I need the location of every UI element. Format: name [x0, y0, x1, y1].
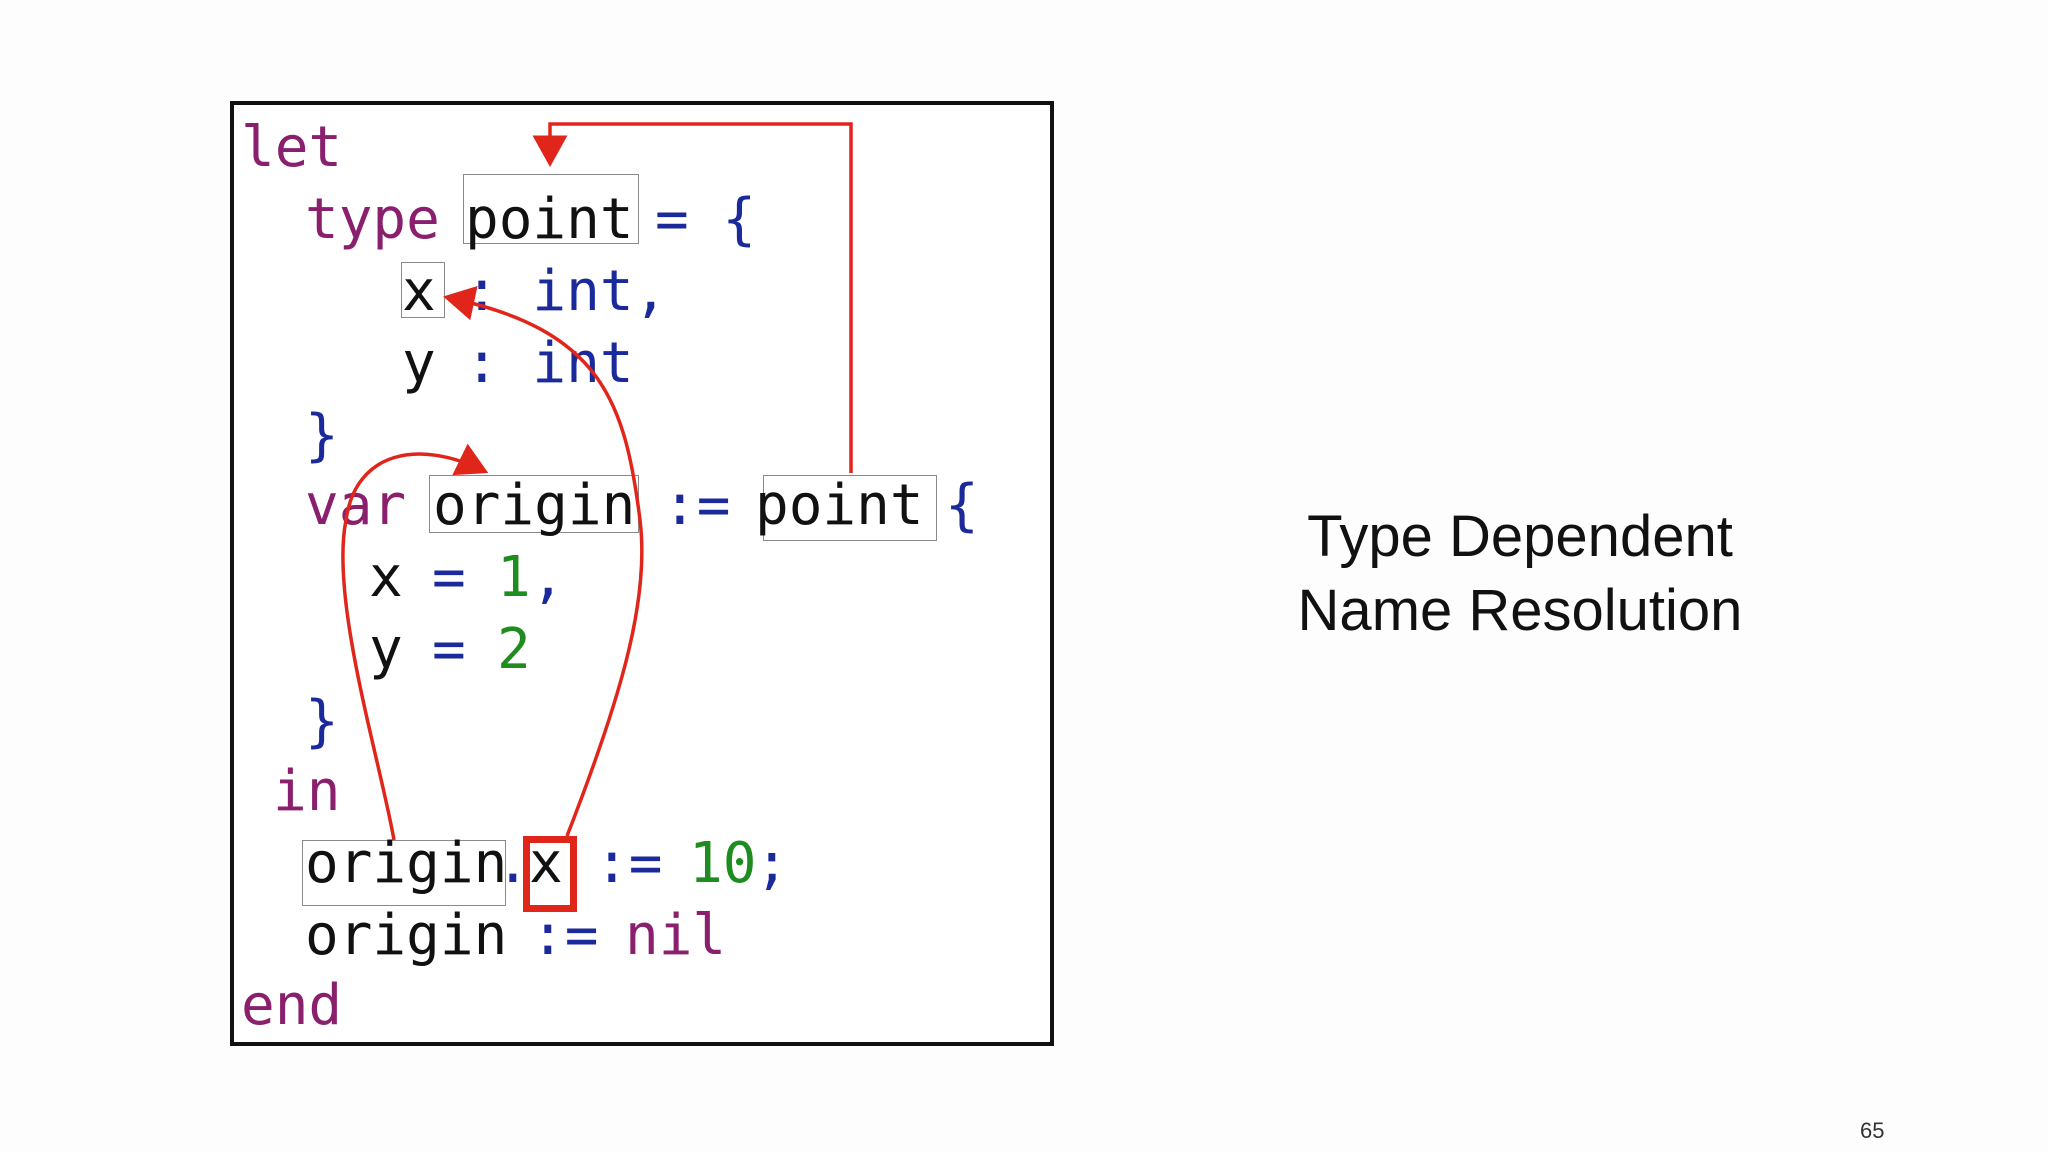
field-x-name: x: [402, 259, 436, 324]
page-number: 65: [1860, 1118, 1885, 1143]
init-x-value: 1: [497, 545, 531, 610]
title-line-1: Type Dependent: [1307, 504, 1733, 569]
init-x-name: x: [369, 545, 403, 610]
keyword-type: type: [305, 187, 440, 252]
close-brace-record: }: [305, 689, 339, 754]
use-value: 10: [689, 831, 757, 896]
field-access-dot: .: [496, 831, 530, 896]
title-line-2: Name Resolution: [1297, 578, 1743, 643]
origin-use-box: [302, 840, 506, 906]
close-brace-type: }: [305, 403, 339, 468]
nil-literal: nil: [625, 903, 727, 968]
use-field-x: x: [529, 831, 563, 896]
use-assign-operator: :=: [595, 831, 663, 896]
field-x-reference-box: [523, 836, 577, 912]
field-x-type: : int,: [465, 259, 668, 324]
init-x-eq: =: [432, 545, 466, 610]
init-x-comma: ,: [531, 545, 565, 610]
field-y-name: y: [402, 331, 436, 396]
semicolon: ;: [755, 831, 789, 896]
init-y-name: y: [369, 617, 403, 682]
type-point-ref-box: [763, 475, 937, 541]
keyword-end: end: [241, 973, 343, 1038]
assign-operator: :=: [663, 473, 731, 538]
init-y-eq: =: [432, 617, 466, 682]
init-y-value: 2: [497, 617, 531, 682]
keyword-let: let: [241, 115, 343, 180]
field-y-type: : int: [465, 331, 634, 396]
keyword-var: var: [305, 473, 407, 538]
origin-second: origin: [305, 903, 508, 968]
use-origin: origin: [305, 831, 508, 896]
eq-open-brace: = {: [655, 187, 757, 252]
type-name-point: point: [465, 187, 634, 252]
open-brace-record: {: [945, 473, 979, 538]
assign-second: :=: [531, 903, 599, 968]
slide-title: Type Dependent Name Resolution: [1180, 500, 1860, 648]
var-name-origin: origin: [433, 473, 636, 538]
type-ref-point: point: [755, 473, 924, 538]
keyword-in: in: [273, 759, 341, 824]
